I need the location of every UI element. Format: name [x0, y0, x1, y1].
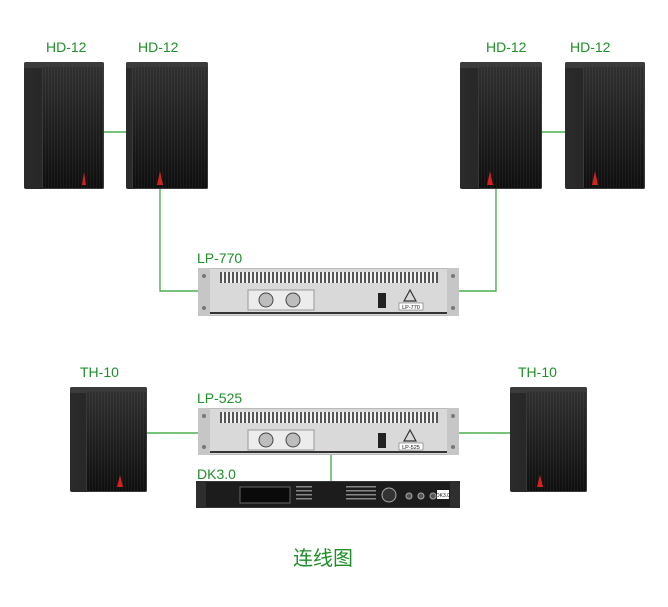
speaker-hd12-1: [24, 62, 104, 189]
speaker-logo-icon: [537, 475, 543, 487]
speaker-hd12-3: [460, 62, 542, 189]
wire-left-to-lp770: [159, 188, 198, 292]
amp-badge-lp770: LP-770: [402, 305, 420, 311]
speaker-hd12-4: [565, 62, 645, 189]
amplifier-lp770: LP-770: [198, 268, 459, 316]
speaker-label-hd12-2: HD-12: [138, 39, 179, 55]
speaker-logo-icon: [487, 171, 493, 185]
speaker-label-hd12-4: HD-12: [570, 39, 611, 55]
speaker-logo-icon: [592, 171, 598, 185]
diagram-caption: 连线图: [293, 546, 353, 570]
speaker-logo-icon: [157, 171, 163, 185]
speaker-logo-icon: [82, 172, 86, 185]
speaker-th10-left: [70, 387, 147, 492]
amp-badge-lp525: LP-525: [402, 445, 420, 451]
processor-label-dk30: DK3.0: [197, 466, 236, 482]
speaker-label-hd12-3: HD-12: [486, 39, 527, 55]
speaker-hd12-2: [126, 62, 208, 189]
amp-label-lp770: LP-770: [197, 250, 243, 266]
speaker-label-th10-left: TH-10: [80, 364, 119, 380]
amplifier-faceplate: LP-770: [198, 268, 459, 316]
amplifier-lp525: LP-525: [198, 408, 459, 455]
speaker-logo-icon: [117, 475, 123, 487]
wire-right-to-lp770: [459, 188, 497, 292]
processor-faceplate: DK3.0: [196, 481, 460, 508]
speaker-label-hd12-1: HD-12: [46, 39, 87, 55]
amplifier-faceplate: LP-525: [198, 408, 459, 455]
processor-badge-dk30: DK3.0: [436, 493, 450, 499]
amp-label-lp525: LP-525: [197, 390, 243, 406]
speaker-th10-right: [510, 387, 587, 492]
processor-dk30: DK3.0: [196, 481, 460, 508]
speaker-label-th10-right: TH-10: [518, 364, 557, 380]
